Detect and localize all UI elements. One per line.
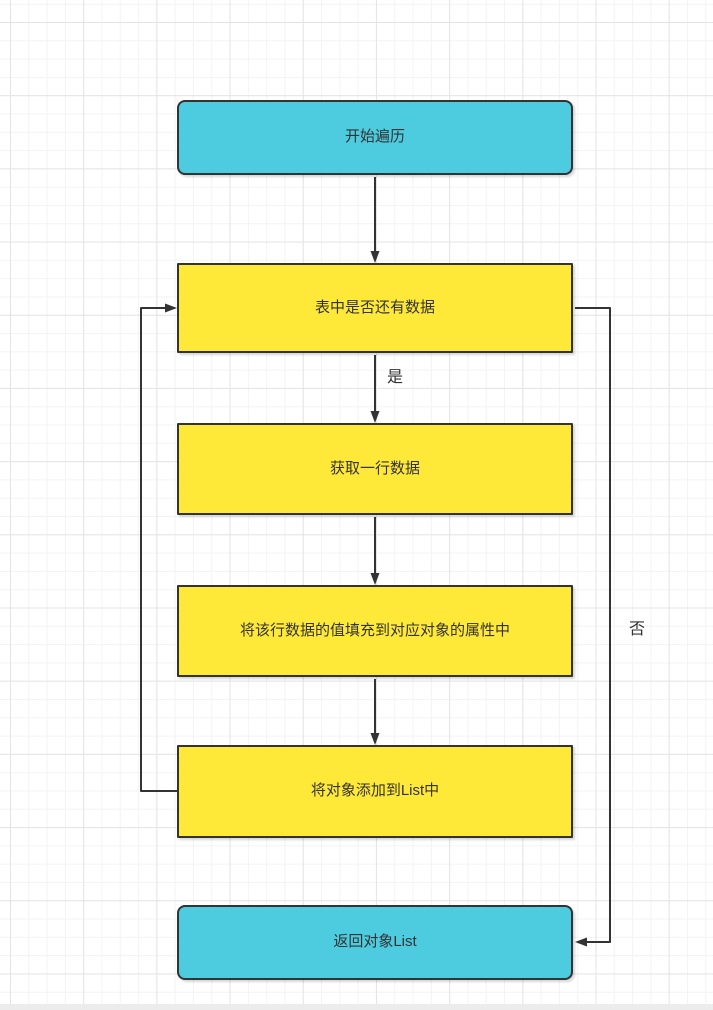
edge-check-to-getrow[interactable] [370, 355, 380, 423]
canvas-bottom-edge [0, 1004, 713, 1010]
node-add-to-list[interactable]: 将对象添加到List中 [177, 745, 573, 838]
arrowhead-down-icon [370, 733, 380, 745]
node-start-traversal[interactable]: 开始遍历 [177, 100, 573, 175]
node-check-has-data[interactable]: 表中是否还有数据 [177, 263, 573, 353]
edge-label-no[interactable]: 否 [629, 621, 646, 638]
edge-label-yes[interactable]: 是 [387, 369, 404, 386]
node-label: 将对象添加到List中 [310, 782, 440, 800]
arrowhead-down-icon [370, 251, 380, 263]
arrowhead-down-icon [370, 573, 380, 585]
node-return-list[interactable]: 返回对象List [177, 905, 573, 980]
node-label: 表中是否还有数据 [314, 298, 435, 316]
node-label: 开始遍历 [344, 128, 405, 146]
edge-line [140, 307, 177, 792]
edge-start-to-check[interactable] [370, 177, 380, 263]
node-label: 返回对象List [333, 933, 417, 951]
node-label: 获取一行数据 [329, 459, 420, 477]
edge-check-no-to-return[interactable] [575, 307, 611, 947]
edge-add-loop-to-check[interactable] [140, 303, 177, 792]
node-label: 将该行数据的值填充到对应对象的属性中 [239, 621, 510, 639]
edge-getrow-to-fill[interactable] [370, 517, 380, 585]
arrowhead-right-icon [165, 303, 177, 313]
node-fill-object-properties[interactable]: 将该行数据的值填充到对应对象的属性中 [177, 585, 573, 677]
arrowhead-down-icon [370, 411, 380, 423]
node-get-row[interactable]: 获取一行数据 [177, 423, 573, 515]
edge-fill-to-add[interactable] [370, 679, 380, 745]
arrowhead-left-icon [575, 937, 587, 947]
edge-line [575, 307, 611, 943]
